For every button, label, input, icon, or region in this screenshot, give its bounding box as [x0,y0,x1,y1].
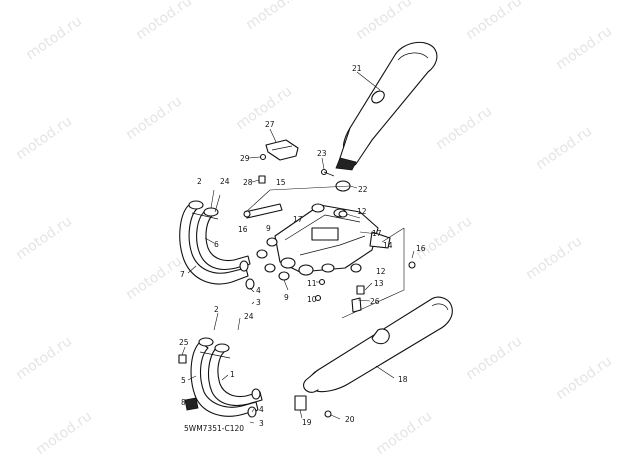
callout-label: 6 [214,240,219,249]
callout-label: 4 [259,405,264,414]
leader-lines [181,71,415,424]
callout-label: 4 [256,286,261,295]
watermark: motod.ru [533,123,595,173]
callout-label: 17 [293,215,303,224]
watermark: motod.ru [243,0,305,33]
callout-label: 2 [197,177,202,186]
collector-pipe [274,203,391,276]
callout-label: 10 [307,295,317,304]
callout-label: 8 [181,398,186,407]
callout-labels: 21 27 29 28 23 22 2 24 15 16 17 9 12 6 7… [179,64,426,428]
watermark: motod.ru [123,93,185,143]
watermark: motod.ru [13,333,75,383]
watermark: motod.ru [13,213,75,263]
callout-label: 7 [180,270,185,279]
watermark: motod.ru [413,213,475,263]
callout-label: 16 [416,244,426,253]
callout-label: 15 [276,178,286,187]
watermark: motod.ru [373,408,435,458]
callout-label: 9 [284,293,289,302]
callout-label: 20 [345,415,355,424]
callout-label: 12 [357,207,367,216]
callout-label: 23 [317,149,327,158]
watermark: motod.ru [133,0,195,43]
callout-label: 26 [370,297,380,306]
watermark: motod.ru [523,233,585,283]
muffler-bracket [258,139,299,184]
callout-label: 11 [307,279,317,288]
callout-label: 5 [181,376,186,385]
callout-label: 13 [374,279,384,288]
callout-label: 12 [376,267,386,276]
callout-label: 24 [244,312,254,321]
callout-label: 17 [372,229,382,238]
callout-label: 28 [243,178,253,187]
callout-label: 25 [179,338,189,347]
callout-label: 21 [352,64,362,73]
watermark: motod.ru [463,333,525,383]
watermark: motod.ru [553,23,615,73]
upper-exhaust-pipes [179,200,255,290]
callout-label: 2 [214,305,219,314]
bolts [243,210,416,313]
lower-exhaust-pipes [190,337,263,418]
callout-label: 24 [220,177,230,186]
watermark: motod.ru [123,253,185,303]
callout-label: 3 [259,419,264,428]
watermark: motod.ru [33,408,95,458]
callout-label: 3 [256,298,261,307]
watermark: motod.ru [23,13,85,63]
callout-label: 14 [383,241,393,250]
callout-label: 27 [265,120,275,129]
callout-label: 16 [238,225,248,234]
callout-label: 19 [302,418,312,427]
callout-label: 29 [240,154,250,163]
diagram-code: 5WM7351-C120 [184,424,244,433]
upper-muffler [335,41,438,171]
watermark: motod.ru [433,103,495,153]
callout-label: 9 [266,224,271,233]
gaskets-and-nuts [244,203,362,281]
callout-label: 1 [230,370,235,379]
watermark: motod.ru [463,0,525,43]
clamp-parts [320,168,351,192]
watermark: motod.ru [233,83,295,133]
watermark: motod.ru [13,113,75,163]
watermark: motod.ru [353,0,415,43]
lower-muffler [294,296,453,418]
watermark: motod.ru [553,353,615,403]
callout-label: 18 [398,375,408,384]
callout-label: 22 [358,185,368,194]
small-left-parts [178,354,199,411]
